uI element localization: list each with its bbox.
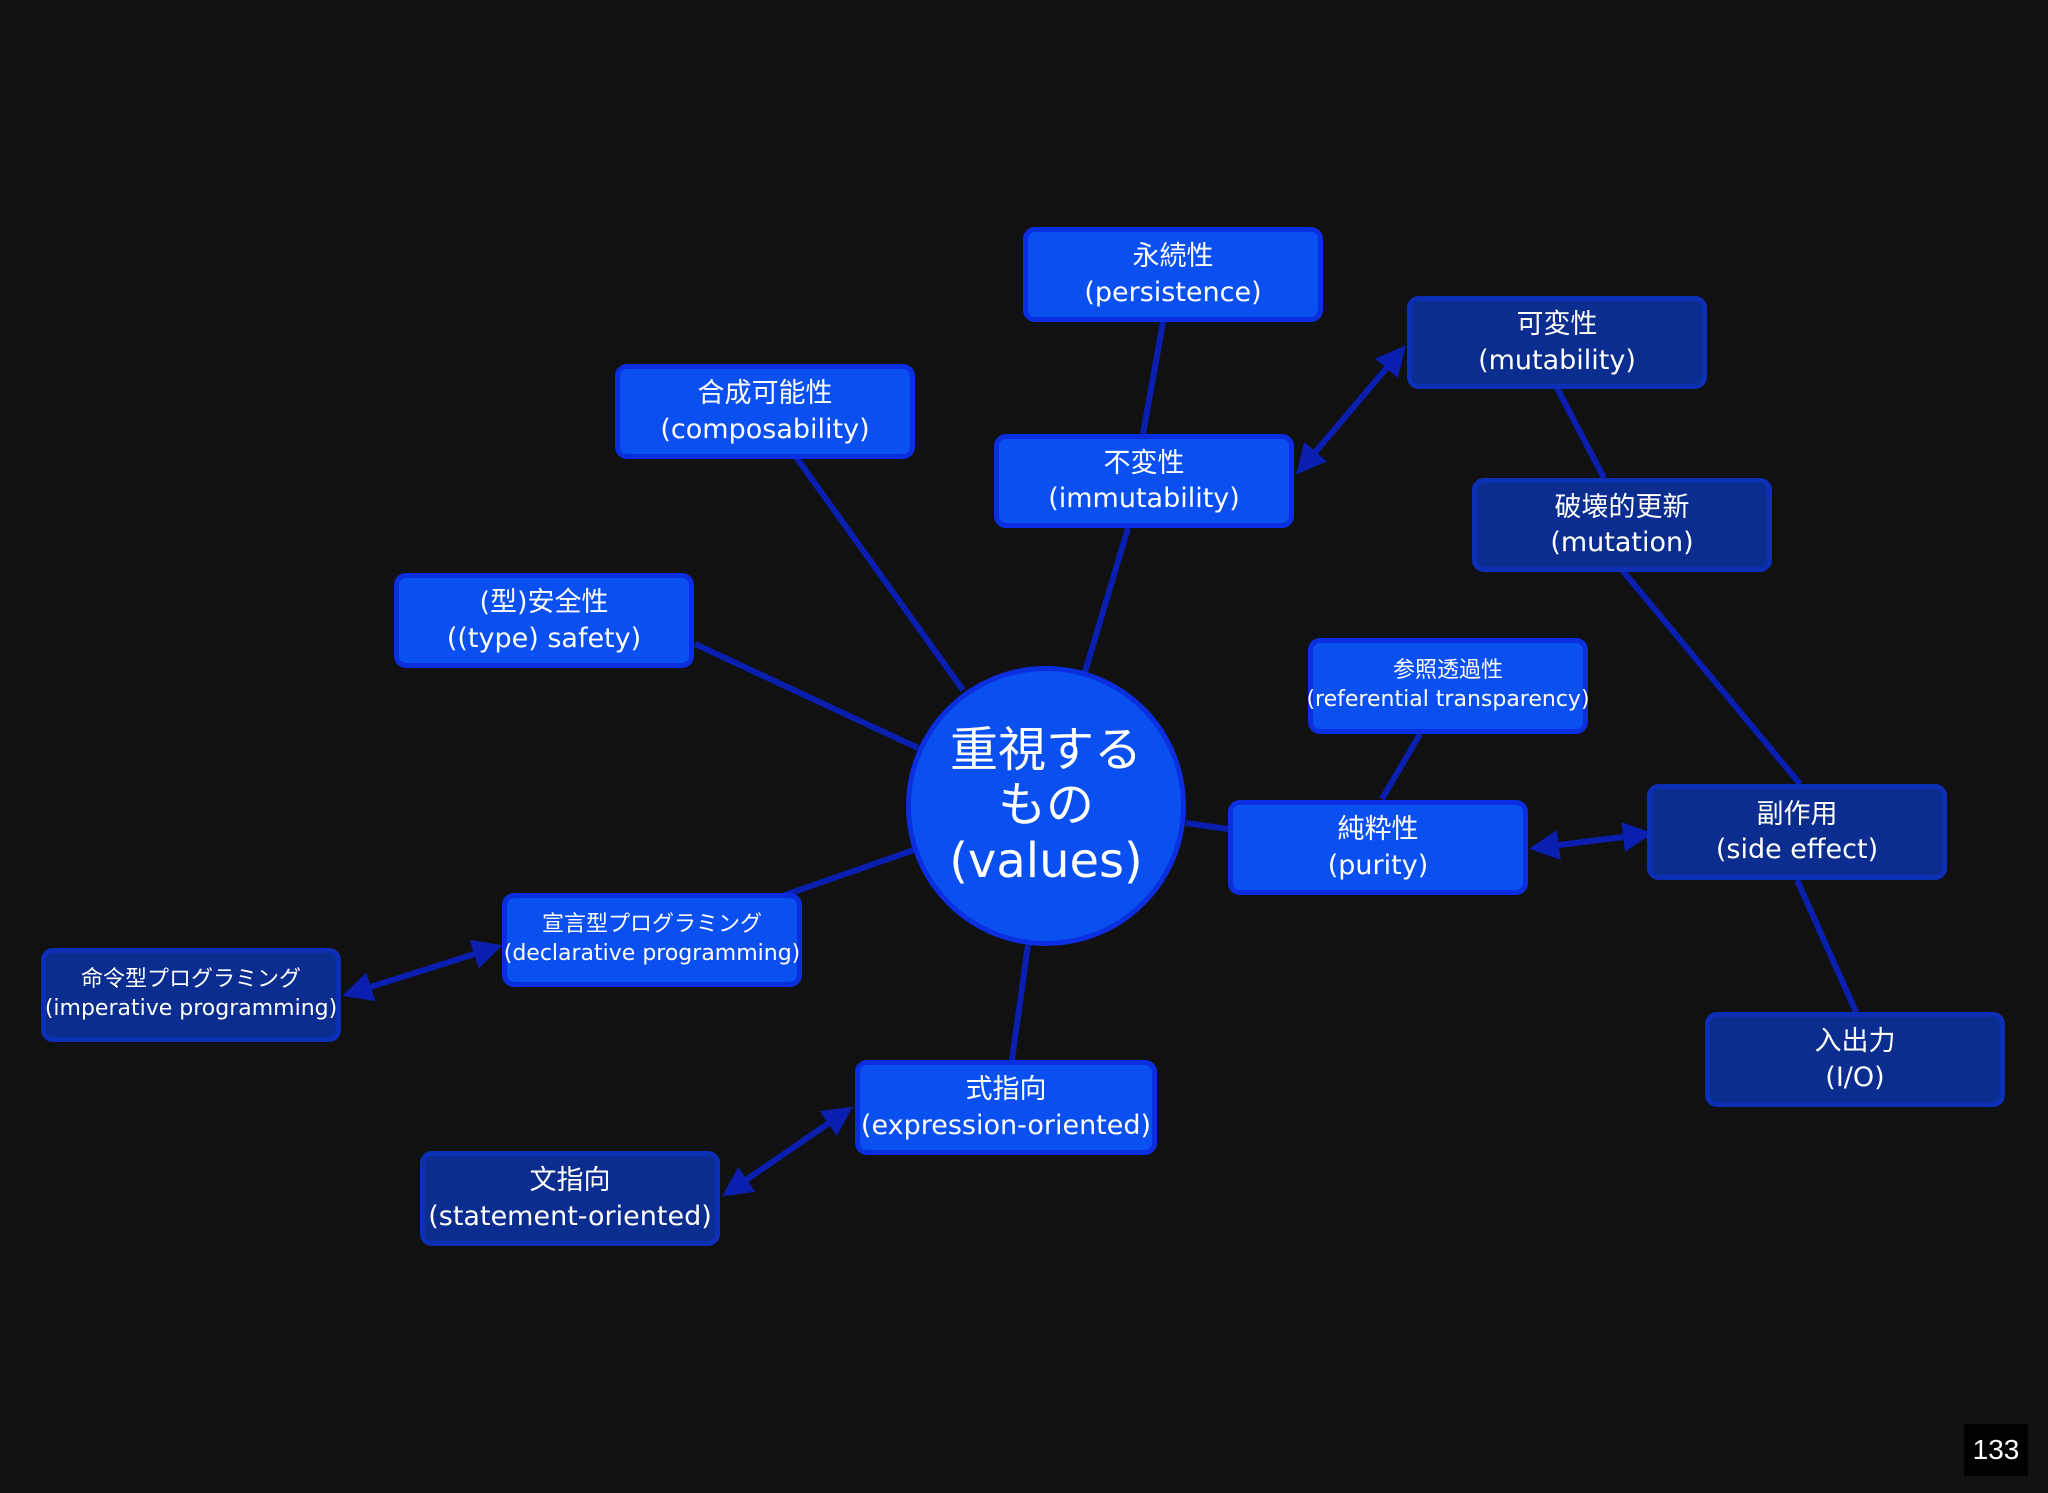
node-persistence: 永続性 (persistence)	[1023, 227, 1323, 322]
edge-mutation-side-effect	[1619, 568, 1803, 786]
edge-mutability-mutation	[1554, 386, 1607, 480]
node-imperative-en: (imperative programming)	[44, 996, 338, 1021]
node-purity-en: (purity)	[1327, 849, 1429, 881]
node-declarative-en: (declarative programming)	[503, 941, 801, 966]
node-declarative: 宣言型プログラミング (declarative programming)	[502, 893, 802, 987]
node-expression-oriented-ja: 式指向	[965, 1074, 1047, 1106]
edge-purity-side-effect	[1529, 822, 1653, 860]
node-values-line3: (values)	[949, 832, 1143, 889]
node-immutability: 不変性 (immutability)	[994, 434, 1294, 528]
edge-values-composability	[793, 455, 966, 692]
node-purity-ja: 純粋性	[1337, 814, 1419, 846]
edge-values-type-safety	[693, 641, 920, 751]
page-number: 133	[1964, 1424, 2028, 1476]
node-mutability-en: (mutability)	[1478, 344, 1636, 376]
edge-declarative-imperative	[342, 939, 503, 1002]
node-immutability-en: (immutability)	[1048, 483, 1240, 514]
node-mutability-ja: 可変性	[1516, 309, 1598, 341]
node-statement-oriented: 文指向 (statement-oriented)	[420, 1151, 720, 1246]
edge-purity-referential-transparency	[1379, 732, 1423, 801]
node-composability: 合成可能性 (composability)	[615, 364, 915, 459]
edge-immutability-persistence	[1140, 321, 1166, 435]
node-persistence-ja: 永続性	[1132, 241, 1214, 273]
node-purity: 純粋性 (purity)	[1228, 800, 1528, 895]
node-side-effect-ja: 副作用	[1756, 798, 1838, 830]
edge-values-declarative	[784, 847, 915, 898]
node-composability-ja: 合成可能性	[697, 378, 833, 410]
node-side-effect-en: (side effect)	[1715, 834, 1879, 865]
edge-values-immutability	[1082, 527, 1131, 673]
node-statement-oriented-en: (statement-oriented)	[428, 1200, 712, 1232]
edge-expression-statement	[722, 1106, 853, 1197]
node-expression-oriented: 式指向 (expression-oriented)	[855, 1060, 1157, 1155]
node-mutation-en: (mutation)	[1550, 527, 1694, 558]
node-declarative-ja: 宣言型プログラミング	[541, 912, 762, 938]
node-io: 入出力 (I/O)	[1705, 1012, 2005, 1107]
edge-values-purity	[1185, 820, 1229, 832]
node-type-safety-ja: (型)安全性	[479, 587, 609, 619]
edge-values-expression-oriented	[1009, 944, 1031, 1061]
node-imperative: 命令型プログラミング (imperative programming)	[41, 948, 341, 1042]
node-io-ja: 入出力	[1814, 1026, 1896, 1058]
node-expression-oriented-en: (expression-oriented)	[860, 1109, 1152, 1141]
node-mutability: 可変性 (mutability)	[1407, 296, 1707, 389]
node-side-effect: 副作用 (side effect)	[1647, 784, 1947, 880]
node-mutation: 破壊的更新 (mutation)	[1472, 478, 1772, 572]
node-type-safety-en: ((type) safety)	[446, 622, 642, 654]
node-referential-transparency-en: (referential transparency)	[1306, 687, 1590, 712]
node-imperative-ja: 命令型プログラミング	[80, 967, 301, 993]
node-mutation-ja: 破壊的更新	[1554, 491, 1690, 523]
node-values-line1: 重視する	[949, 722, 1142, 779]
node-io-en: (I/O)	[1825, 1061, 1885, 1093]
node-composability-en: (composability)	[660, 413, 870, 445]
node-values: 重視する もの (values)	[906, 666, 1186, 946]
node-type-safety: (型)安全性 ((type) safety)	[394, 573, 694, 668]
node-persistence-en: (persistence)	[1084, 276, 1262, 308]
node-values-line2: もの	[997, 777, 1094, 834]
node-referential-transparency: 参照透過性 (referential transparency)	[1306, 638, 1590, 734]
node-referential-transparency-ja: 参照透過性	[1392, 658, 1503, 684]
edge-side-effect-io	[1794, 878, 1859, 1014]
edge-immutability-mutability	[1296, 345, 1406, 475]
node-immutability-ja: 不変性	[1103, 447, 1185, 479]
node-statement-oriented-ja: 文指向	[529, 1165, 611, 1197]
